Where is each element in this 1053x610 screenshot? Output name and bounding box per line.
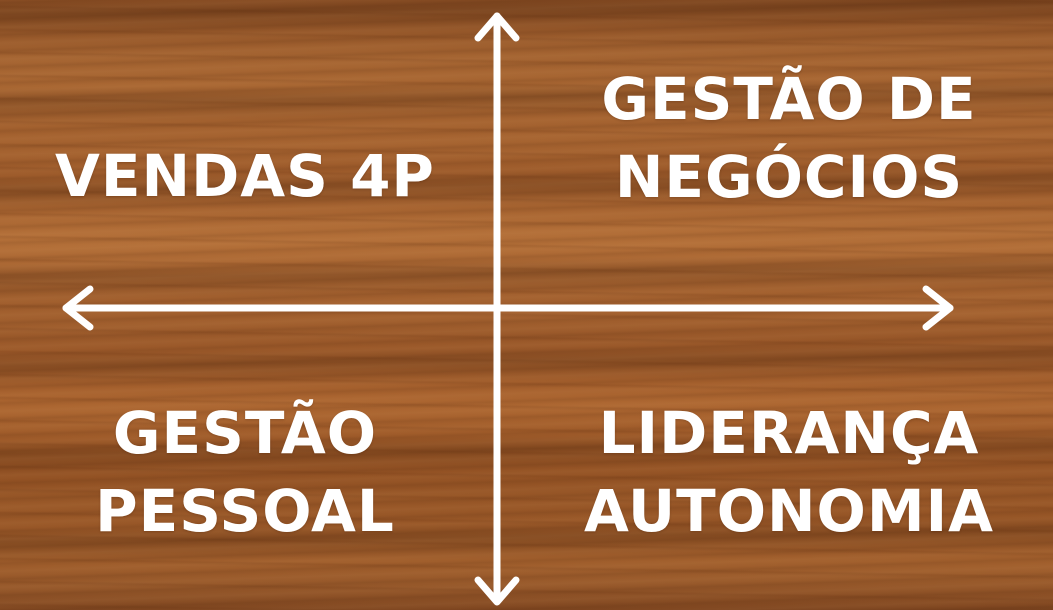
- quadrant-bottom-right-line-2: AUTONOMIA: [583, 477, 995, 545]
- quadrant-bottom-left-label: GESTÃO PESSOAL: [10, 394, 480, 550]
- quadrant-bottom-left-line-2: PESSOAL: [95, 477, 395, 545]
- quadrant-top-left-label: VENDAS 4P: [10, 137, 480, 215]
- quadrant-bottom-right-line-1: LIDERANÇA: [598, 399, 980, 467]
- quadrant-top-left-line-1: VENDAS 4P: [55, 142, 435, 210]
- quadrant-bottom-left-line-1: GESTÃO: [112, 399, 378, 467]
- quadrant-bottom-right-label: LIDERANÇA AUTONOMIA: [525, 394, 1053, 550]
- quadrant-top-right-line-1: GESTÃO DE: [601, 65, 977, 133]
- horizontal-axis-arrow-icon: [62, 285, 954, 331]
- quadrant-top-right-line-2: NEGÓCIOS: [614, 143, 964, 211]
- quadrant-top-right-label: GESTÃO DE NEGÓCIOS: [525, 60, 1053, 216]
